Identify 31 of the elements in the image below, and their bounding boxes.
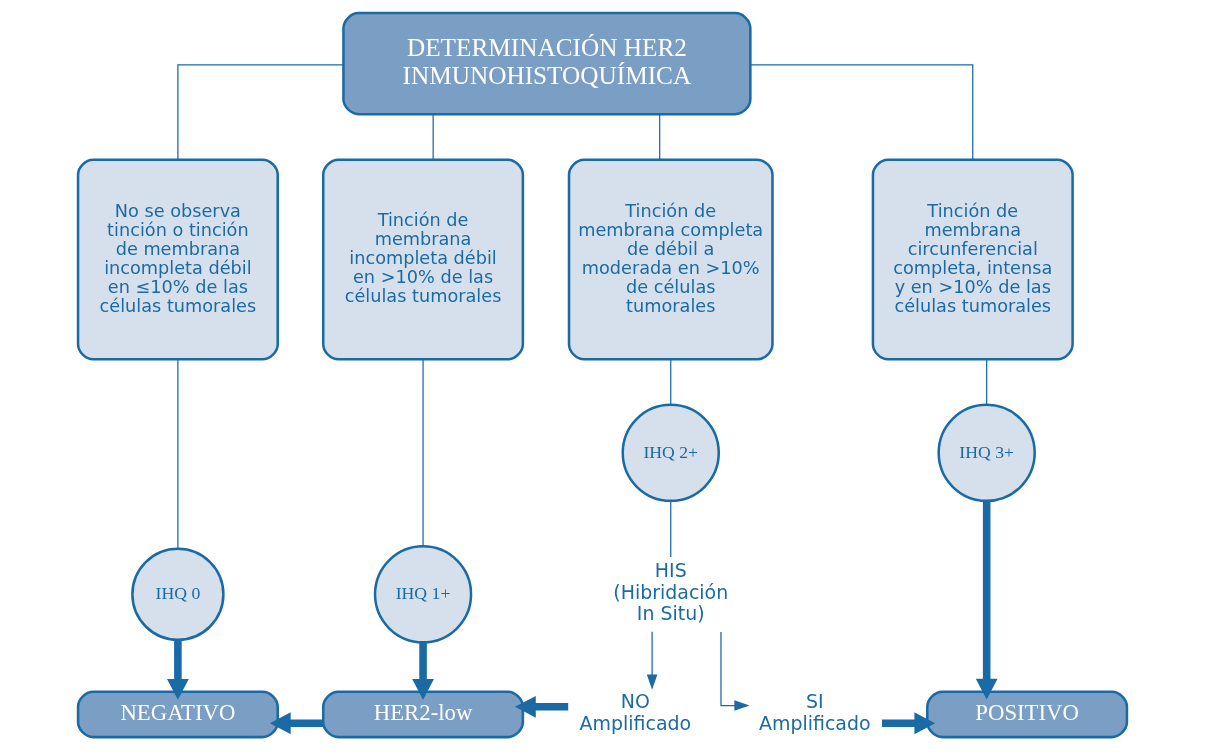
node-text: NO Amplificado bbox=[579, 690, 692, 734]
node-box: NEGATIVO bbox=[76, 690, 279, 739]
node-text: SI Amplificado bbox=[759, 690, 871, 734]
connector bbox=[670, 500, 672, 558]
node-circle: IHQ 1+ bbox=[373, 545, 473, 644]
arrow bbox=[720, 631, 750, 711]
connector bbox=[177, 358, 179, 550]
node-text: HIS (Hibridación In Situ) bbox=[613, 559, 729, 625]
node-box: DETERMINACIÓN HER2 INMUNOHISTOQUÍMICA bbox=[342, 11, 752, 116]
node-circle: IHQ 0 bbox=[131, 547, 225, 642]
node-circle: IHQ 2+ bbox=[621, 403, 720, 503]
arrow bbox=[167, 640, 189, 700]
connector bbox=[177, 64, 344, 160]
connector bbox=[432, 113, 434, 161]
node-box: Tinción de membrana circunferencial completa, intensa y en >10% de las células tumorales bbox=[871, 158, 1074, 361]
arrow bbox=[515, 695, 569, 718]
connector bbox=[986, 358, 988, 406]
connector bbox=[422, 358, 424, 547]
node-box: No se observa tinción o tinción de membrana incompleta débil en ≤10% de las células tumorales bbox=[76, 158, 279, 361]
node-box: Tinción de membrana incompleta débil en >10% de las células tumorales bbox=[321, 158, 525, 361]
node-box: POSITIVO bbox=[926, 690, 1129, 739]
connector bbox=[659, 113, 661, 161]
connector bbox=[749, 64, 974, 160]
arrow bbox=[412, 642, 434, 700]
arrow bbox=[646, 631, 658, 690]
node-circle: IHQ 3+ bbox=[937, 403, 1036, 503]
connector bbox=[670, 358, 672, 406]
node-box: HER2-low bbox=[321, 690, 525, 739]
node-box: Tinción de membrana completa de débil a moderada en >10% de células tumorales bbox=[567, 158, 774, 361]
arrow bbox=[975, 501, 998, 700]
arrow bbox=[269, 712, 323, 735]
